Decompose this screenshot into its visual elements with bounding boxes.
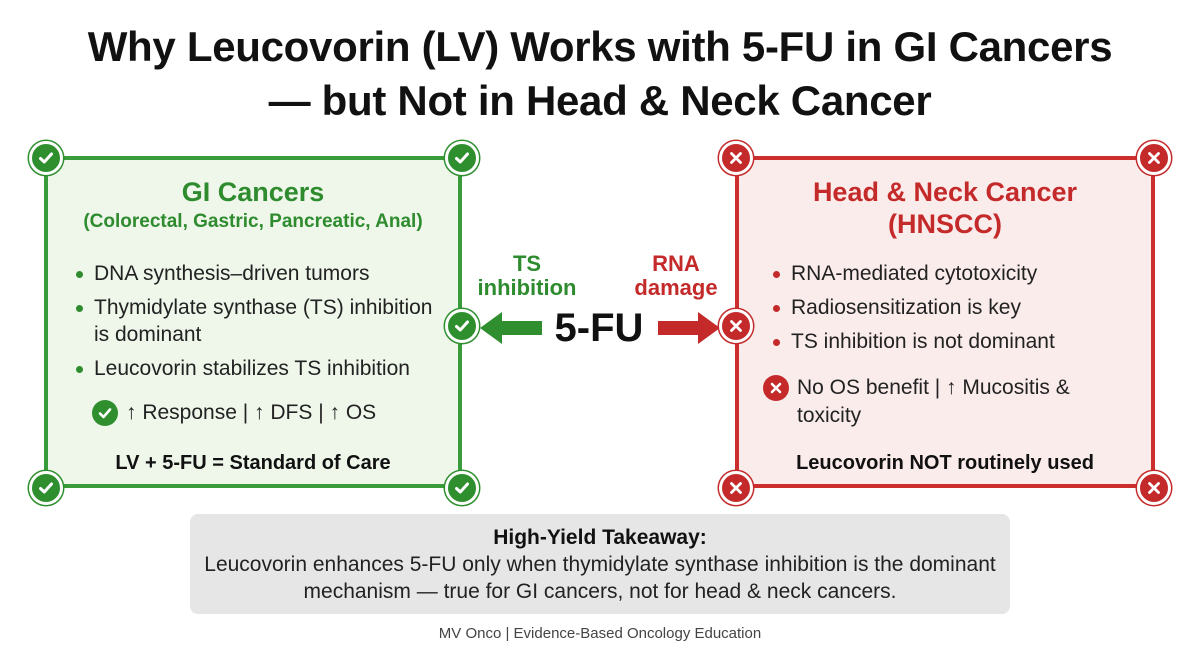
ts-inhibition-label: TS inhibition (477, 251, 577, 300)
check-circle-icon (445, 471, 479, 505)
gi-outcome-text: ↑ Response | ↑ DFS | ↑ OS (126, 401, 377, 424)
hn-bullet-text: TS inhibition is not dominant (791, 330, 1055, 353)
x-circle-icon (763, 375, 789, 401)
hn-subheading: (HNSCC) (888, 209, 1002, 239)
gi-bullet-text: DNA synthesis–driven tumors (94, 262, 370, 285)
takeaway-body: Leucovorin enhances 5-FU only when thymi… (204, 553, 996, 603)
list-item: Leucovorin stabilizes TS inhibition (72, 355, 452, 382)
hn-outcome-text: No OS benefit | ↑ Mucositis & toxicity (797, 376, 1070, 427)
check-circle-icon (92, 400, 118, 426)
gi-heading: GI Cancers (181, 177, 325, 207)
left-arrow-icon (480, 312, 542, 344)
gi-standard-of-care: LV + 5-FU = Standard of Care (115, 452, 391, 474)
head-neck-cancer-panel: Head & Neck Cancer (HNSCC) RNA-mediated … (735, 156, 1155, 488)
gi-bullet-text: Leucovorin stabilizes TS inhibition (94, 357, 410, 380)
check-circle-icon (29, 141, 63, 175)
gi-outcome: ↑ Response | ↑ DFS | ↑ OS (92, 400, 376, 426)
bullet-dot (76, 305, 83, 312)
bullet-dot (773, 305, 780, 312)
right-arrow-icon (658, 312, 720, 344)
gi-subheading: (Colorectal, Gastric, Pancreatic, Anal) (83, 211, 423, 232)
x-circle-icon (719, 471, 753, 505)
hn-bullet-text: Radiosensitization is key (791, 296, 1021, 319)
gi-bullet-list: DNA synthesis–driven tumors Thymidylate … (72, 260, 452, 389)
x-circle-icon (1137, 141, 1171, 175)
gi-cancers-panel: GI Cancers (Colorectal, Gastric, Pancrea… (44, 156, 462, 488)
x-circle-icon (1137, 471, 1171, 505)
page-title: Why Leucovorin (LV) Works with 5-FU in G… (0, 20, 1200, 128)
title-line-1: Why Leucovorin (LV) Works with 5-FU in G… (87, 23, 1113, 70)
hn-bullet-text: RNA-mediated cytotoxicity (791, 262, 1038, 285)
title-line-2: — but Not in Head & Neck Cancer (268, 77, 932, 124)
check-circle-icon (445, 309, 479, 343)
x-circle-icon (719, 309, 753, 343)
high-yield-takeaway-box: High-Yield Takeaway: Leucovorin enhances… (190, 514, 1010, 614)
bullet-dot (773, 271, 780, 278)
hn-not-routinely-used: Leucovorin NOT routinely used (796, 452, 1094, 474)
list-item: RNA-mediated cytotoxicity (769, 260, 1139, 287)
bullet-dot (773, 339, 780, 346)
rna-damage-label: RNA damage (634, 251, 718, 300)
bullet-dot (76, 366, 83, 373)
bullet-dot (76, 271, 83, 278)
check-circle-icon (29, 471, 63, 505)
takeaway-heading: High-Yield Takeaway: (493, 526, 707, 549)
hn-outcome: No OS benefit | ↑ Mucositis & toxicity (763, 374, 1133, 430)
5fu-label: 5-FU (554, 306, 644, 350)
check-circle-icon (445, 141, 479, 175)
hn-heading: Head & Neck Cancer (812, 177, 1078, 207)
x-circle-icon (719, 141, 753, 175)
list-item: DNA synthesis–driven tumors (72, 260, 452, 287)
hn-bullet-list: RNA-mediated cytotoxicity Radiosensitiza… (769, 260, 1139, 362)
gi-bullet-text: Thymidylate synthase (TS) inhibition is … (94, 296, 433, 346)
list-item: Thymidylate synthase (TS) inhibition is … (72, 294, 452, 348)
footer-credit: MV Onco | Evidence-Based Oncology Educat… (438, 625, 762, 642)
list-item: TS inhibition is not dominant (769, 328, 1139, 355)
list-item: Radiosensitization is key (769, 294, 1139, 321)
